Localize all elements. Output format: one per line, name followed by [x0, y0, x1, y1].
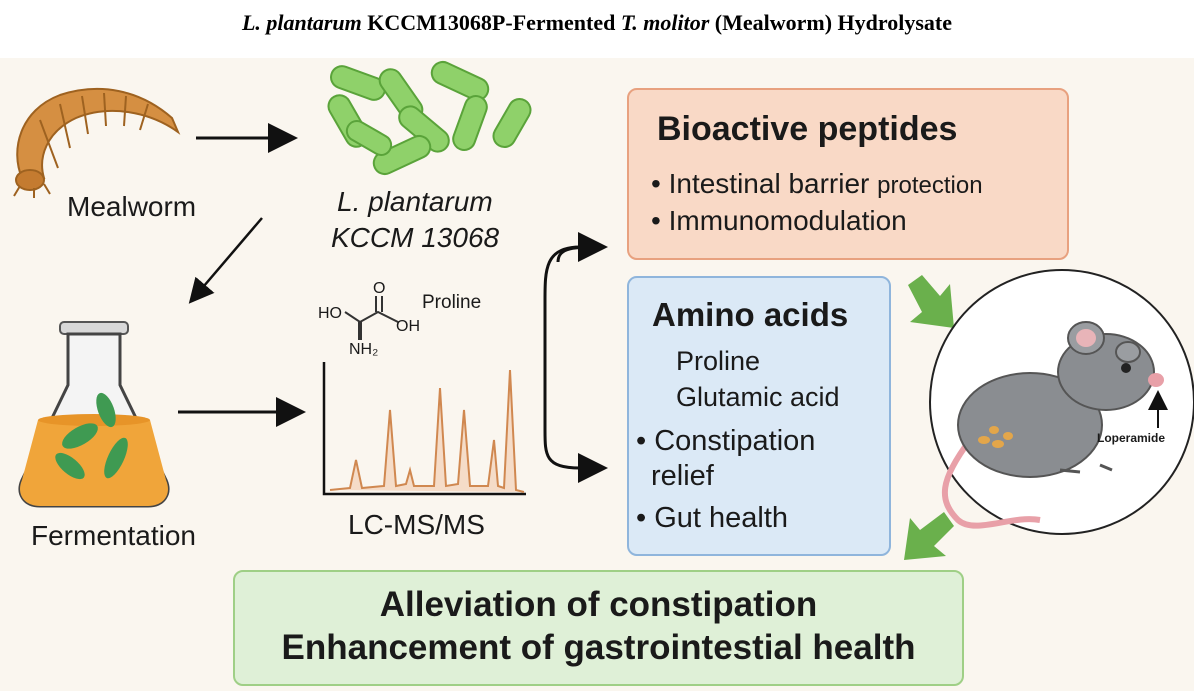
amino-bullet-relief: relief	[651, 460, 714, 492]
result-line-1: Alleviation of constipation	[379, 585, 818, 624]
amino-bullet-gut-health: • Gut health	[636, 502, 789, 534]
amino-acids-box	[627, 276, 891, 556]
molecule-ho: HO	[318, 305, 342, 322]
loperamide-label: Loperamide	[1097, 431, 1166, 445]
bacteria-icon	[327, 60, 532, 176]
fermentation-label: Fermentation	[31, 520, 196, 551]
molecule-o: O	[373, 280, 386, 297]
molecule-name: Proline	[422, 292, 482, 313]
green-arrow-to-mouse	[908, 275, 954, 328]
bacteria-name: L. plantarum	[337, 186, 493, 217]
result-line-2: Enhancement of gastrointestial health	[281, 628, 916, 667]
arrow-to-fermentation	[188, 217, 263, 304]
peptides-bullet-1: • Intestinal barrier protection	[651, 168, 983, 199]
amino-acid-glutamic: Glutamic acid	[676, 382, 840, 412]
figure-title: L. plantarum KCCM13068P-Fermented T. mol…	[241, 10, 953, 35]
lcms-chromatogram	[322, 362, 526, 496]
mouse-icon	[929, 269, 1194, 535]
green-arrow-to-result	[904, 512, 954, 560]
amino-acid-proline: Proline	[676, 346, 761, 376]
fermentation-flask-icon	[18, 321, 170, 508]
branch-arrow-lower	[543, 245, 608, 483]
bioactive-peptides-box	[627, 88, 1069, 260]
peptides-bullet-2: • Immunomodulation	[651, 205, 907, 236]
bacteria-strain: KCCM 13068	[331, 222, 500, 253]
molecule-oh: OH	[396, 318, 420, 335]
amino-bullet-constipation: • Constipation	[636, 425, 816, 457]
proline-molecule	[344, 296, 399, 340]
branch-arrow-upper	[556, 232, 608, 263]
molecule-nh2: NH₂	[349, 341, 379, 358]
lcms-label: LC-MS/MS	[348, 509, 485, 540]
mealworm-icon	[13, 87, 181, 198]
amino-acids-heading: Amino acids	[652, 296, 849, 333]
peptides-heading: Bioactive peptides	[657, 110, 958, 148]
mealworm-label: Mealworm	[67, 191, 197, 222]
result-box	[233, 570, 964, 686]
